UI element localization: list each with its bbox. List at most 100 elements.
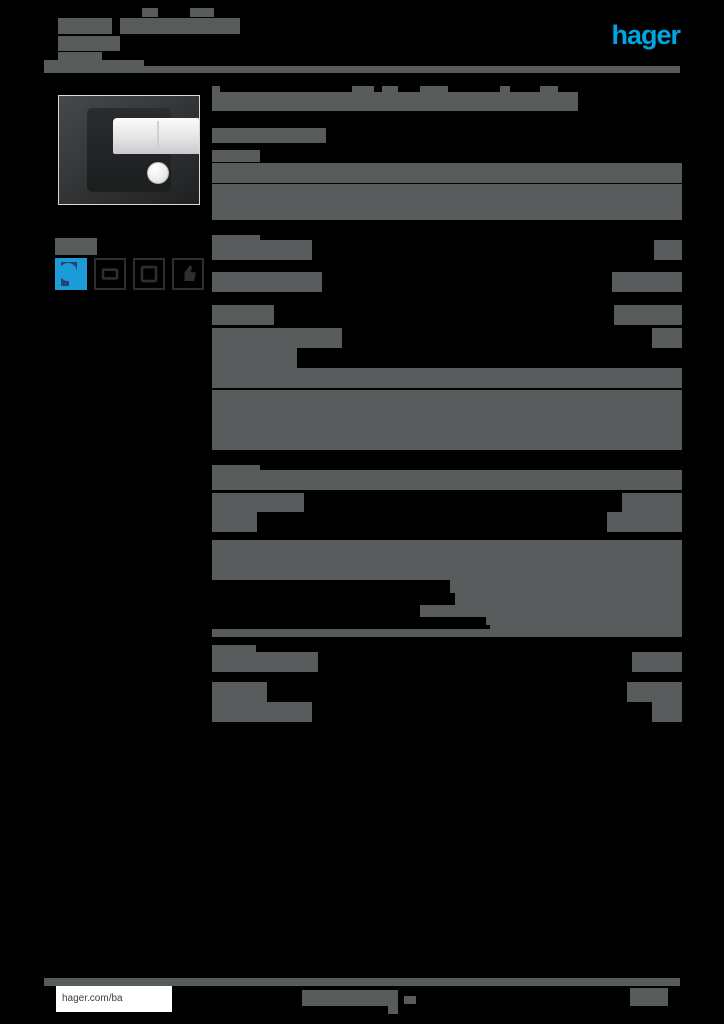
spec-leader-gap xyxy=(257,512,607,532)
spec-leader-gap xyxy=(297,348,682,368)
spec-label xyxy=(212,430,264,450)
spec-leader-gap xyxy=(267,682,627,702)
spec-row xyxy=(212,682,682,702)
spec-label xyxy=(212,240,262,260)
redaction-bar xyxy=(190,8,214,17)
spec-label xyxy=(212,163,264,183)
icon-row-caption xyxy=(55,238,97,255)
spec-row xyxy=(212,184,682,204)
header-rule xyxy=(44,66,680,73)
redaction-bar xyxy=(302,990,398,1006)
section-heading xyxy=(212,150,260,162)
spec-value xyxy=(632,652,682,672)
page-subtitle xyxy=(212,128,326,143)
icon-tile-3[interactable] xyxy=(133,258,165,290)
spec-label-tail xyxy=(262,240,312,260)
product-image xyxy=(58,95,200,205)
spec-label-tail xyxy=(302,493,304,513)
spec-label xyxy=(212,348,272,368)
icon-tile-1[interactable] xyxy=(55,258,87,290)
thumb-icon xyxy=(184,265,196,281)
hager-logo: hager xyxy=(611,20,681,50)
page-footer: hager.com/ba xyxy=(44,978,680,1020)
redaction-bar xyxy=(490,617,682,629)
spec-leader-gap xyxy=(318,652,632,672)
redaction-bar xyxy=(212,629,682,637)
spec-label-tail xyxy=(270,328,342,348)
page-title xyxy=(212,92,578,111)
spec-row xyxy=(212,652,682,672)
spec-value xyxy=(612,272,682,292)
spec-label xyxy=(212,512,252,532)
redaction-bar xyxy=(455,593,682,605)
spec-row xyxy=(212,430,682,450)
icon-row xyxy=(55,258,205,290)
redaction-bar xyxy=(212,565,682,573)
icon-tile-2[interactable] xyxy=(94,258,126,290)
spec-label-tail xyxy=(270,305,274,325)
square-frame-icon xyxy=(140,265,158,283)
spec-label xyxy=(212,540,252,560)
redaction-bar xyxy=(142,8,158,17)
spec-row xyxy=(212,540,682,560)
spec-label-tail xyxy=(262,272,322,292)
spec-value xyxy=(264,163,682,183)
spec-label xyxy=(212,470,682,490)
spec-value xyxy=(264,410,682,430)
spec-row xyxy=(212,305,682,325)
spec-label-tail xyxy=(262,652,318,672)
redaction-bar xyxy=(58,36,120,51)
spec-label xyxy=(212,702,262,722)
rectangle-frame-icon xyxy=(101,268,119,280)
spec-value xyxy=(264,184,682,204)
spec-row xyxy=(212,390,682,410)
spec-leader-gap xyxy=(274,305,614,325)
spec-label xyxy=(212,272,262,292)
spec-label-tail xyxy=(252,512,257,532)
spec-row xyxy=(212,410,682,430)
footer-url[interactable]: hager.com/ba xyxy=(56,986,172,1012)
spec-leader-gap xyxy=(342,328,652,348)
spec-label xyxy=(212,305,270,325)
page-header: hager xyxy=(0,0,724,78)
spec-row xyxy=(212,493,682,513)
hand-pointer-icon xyxy=(59,262,77,286)
spec-value xyxy=(614,305,682,325)
spec-label xyxy=(212,410,264,430)
spec-value xyxy=(654,240,682,260)
redaction-bar xyxy=(420,605,682,617)
spec-row xyxy=(212,512,682,532)
spec-label xyxy=(212,390,682,410)
spec-value xyxy=(264,430,682,450)
footer-rule xyxy=(44,978,680,986)
spec-leader-gap xyxy=(312,240,654,260)
spec-label xyxy=(212,652,262,672)
spec-leader-gap xyxy=(322,272,612,292)
spec-label xyxy=(212,368,682,388)
header-rule-short xyxy=(44,60,144,66)
redaction-bar xyxy=(58,18,112,34)
spec-row xyxy=(212,328,682,348)
sensor-lens xyxy=(113,118,199,154)
spec-label xyxy=(212,184,264,204)
spec-value xyxy=(252,540,682,560)
spec-label-tail xyxy=(272,348,297,368)
spec-row xyxy=(212,470,682,490)
spec-leader-gap xyxy=(304,493,622,513)
spec-value xyxy=(652,328,682,348)
spec-label xyxy=(212,328,270,348)
icon-tile-4[interactable] xyxy=(172,258,204,290)
spec-value xyxy=(652,702,682,722)
spec-label-tail xyxy=(262,702,312,722)
spec-value xyxy=(627,682,682,702)
spec-label xyxy=(212,682,262,702)
redaction-bar xyxy=(486,617,492,625)
spec-value xyxy=(264,200,682,220)
product-housing xyxy=(87,108,199,192)
spec-row xyxy=(212,163,682,183)
redaction-bar xyxy=(388,1006,398,1014)
spec-row xyxy=(212,348,682,368)
